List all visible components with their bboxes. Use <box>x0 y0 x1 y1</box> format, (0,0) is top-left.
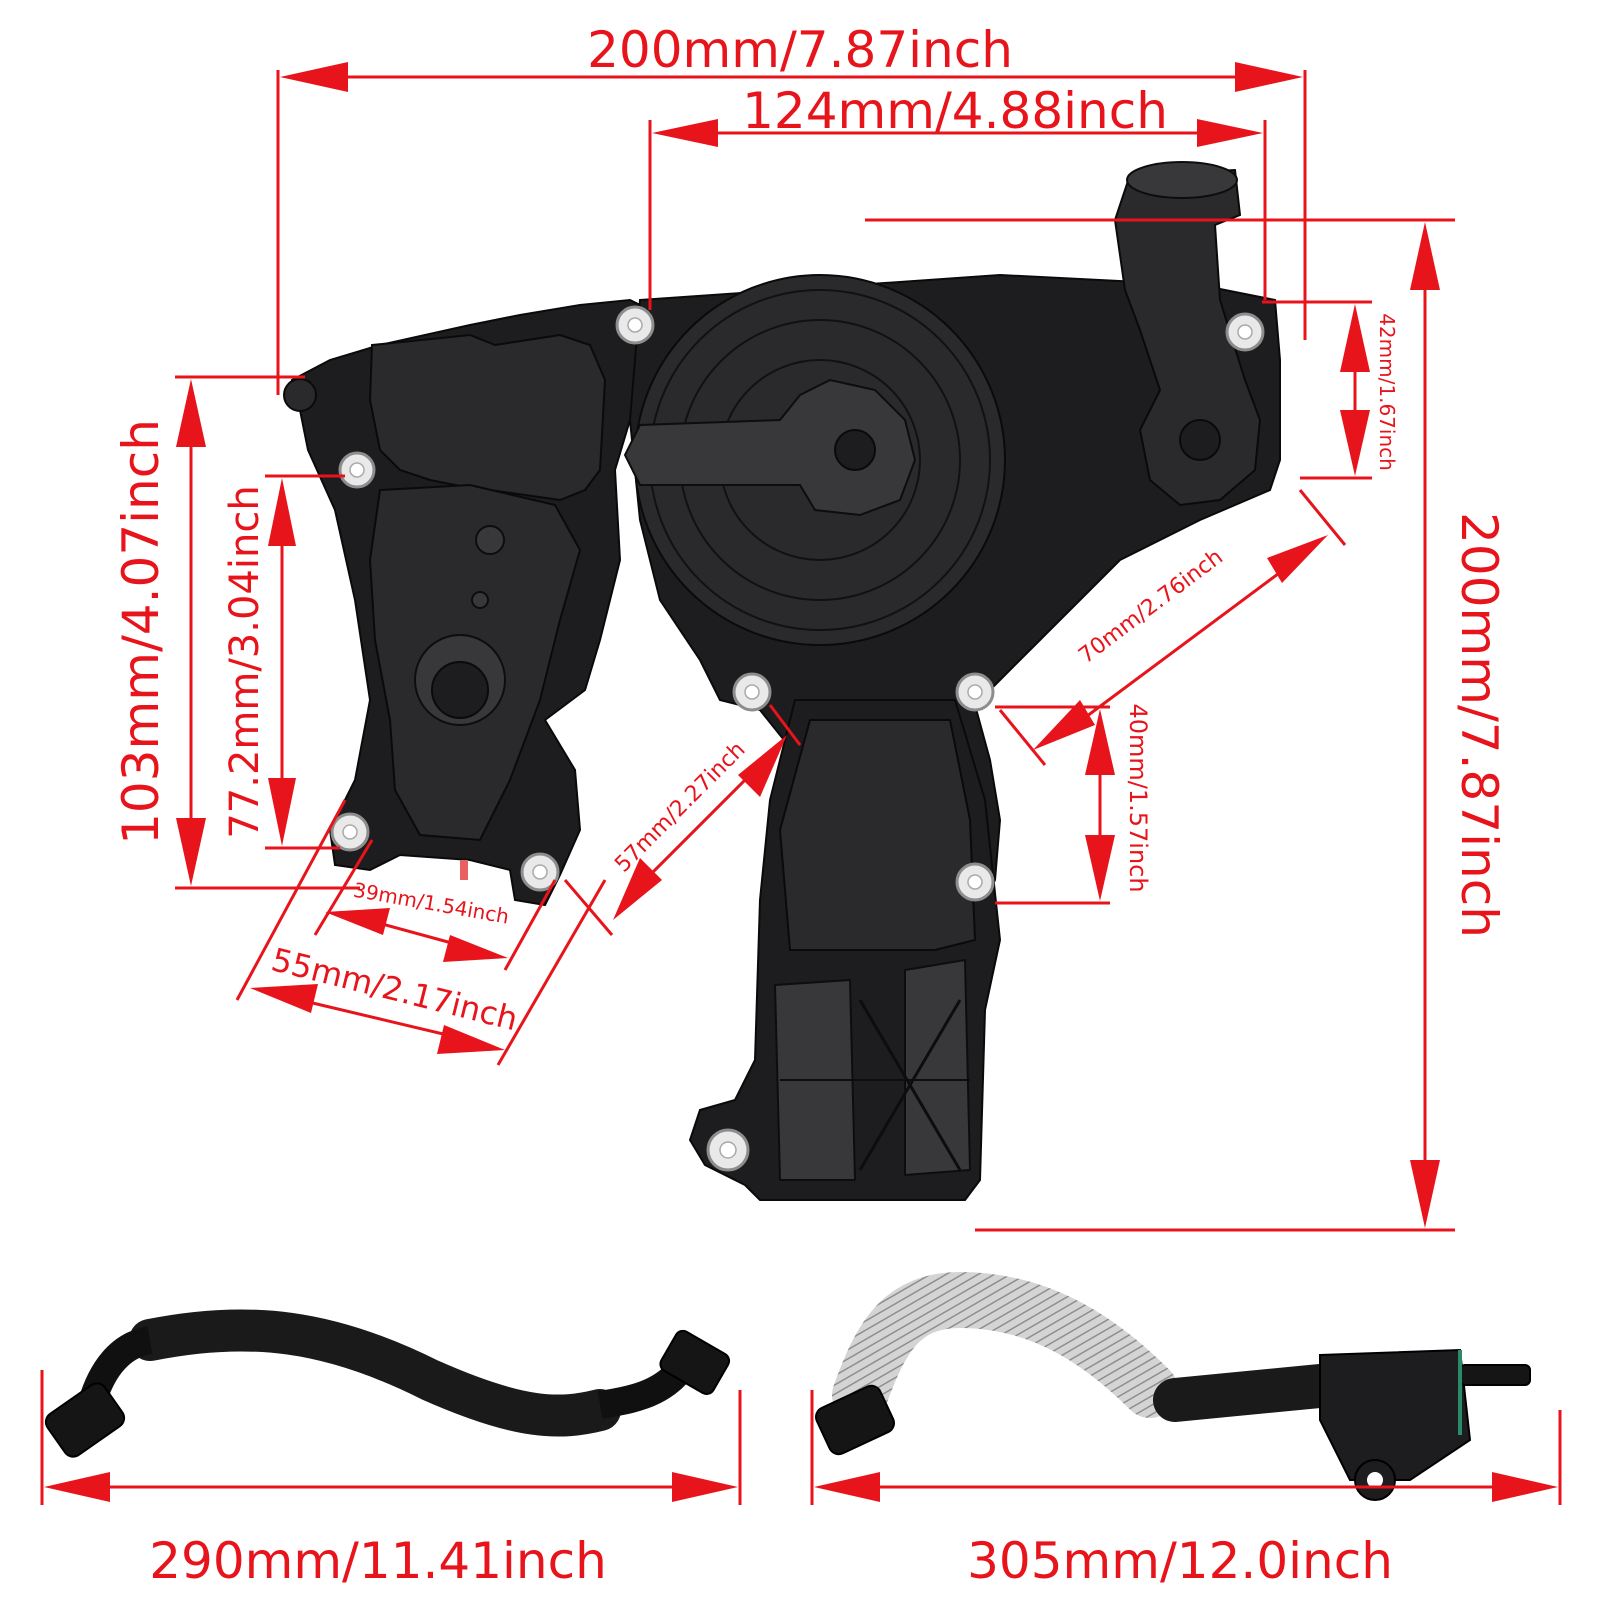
label-left-height: 103mm/4.07inch <box>112 419 170 845</box>
bolt-icon <box>330 812 370 852</box>
label-right-height: 200mm/7.87inch <box>1450 512 1508 938</box>
breather-hose-right <box>815 1271 1531 1501</box>
red-tab <box>460 860 468 880</box>
mounting-bolts <box>330 305 1265 1172</box>
label-diag-57: 57mm/2.27inch <box>610 737 750 877</box>
bolt-icon <box>732 672 772 712</box>
breather-hose-left <box>44 1309 731 1458</box>
bolt-icon <box>706 1128 750 1172</box>
hose-dimension-lines <box>40 1370 1562 1505</box>
bolt-icon <box>615 305 655 345</box>
pcv-valve-body <box>283 161 1281 1201</box>
label-hose-right-length: 305mm/12.0inch <box>967 1532 1393 1590</box>
label-hose-left-length: 290mm/11.41inch <box>149 1532 607 1590</box>
label-right-small: 42mm/1.67inch <box>1375 313 1399 471</box>
label-top-width: 200mm/7.87inch <box>587 21 1013 79</box>
label-left-inner-height: 77.2mm/3.04inch <box>222 485 268 838</box>
dimension-lines <box>175 62 1455 1232</box>
label-vert-40: 40mm/1.57inch <box>1124 703 1152 892</box>
bolt-icon <box>955 672 995 712</box>
label-bolt-span-top: 124mm/4.88inch <box>742 82 1168 140</box>
dimension-labels: 200mm/7.87inch 124mm/4.88inch 200mm/7.87… <box>112 21 1508 1038</box>
bolt-icon <box>338 451 376 489</box>
bolt-icon <box>1225 312 1265 352</box>
bolt-icon <box>520 852 560 892</box>
bolt-icon <box>955 862 995 902</box>
